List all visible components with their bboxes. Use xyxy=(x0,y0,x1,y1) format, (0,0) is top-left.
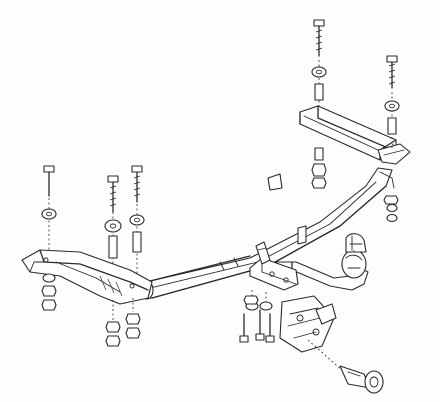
socket-plate xyxy=(279,295,337,353)
spacers xyxy=(108,83,397,259)
nuts xyxy=(41,163,399,347)
mounting-plate xyxy=(249,173,307,291)
left-bracket xyxy=(21,249,153,305)
electrical-socket xyxy=(307,339,384,394)
right-bracket xyxy=(299,105,411,165)
